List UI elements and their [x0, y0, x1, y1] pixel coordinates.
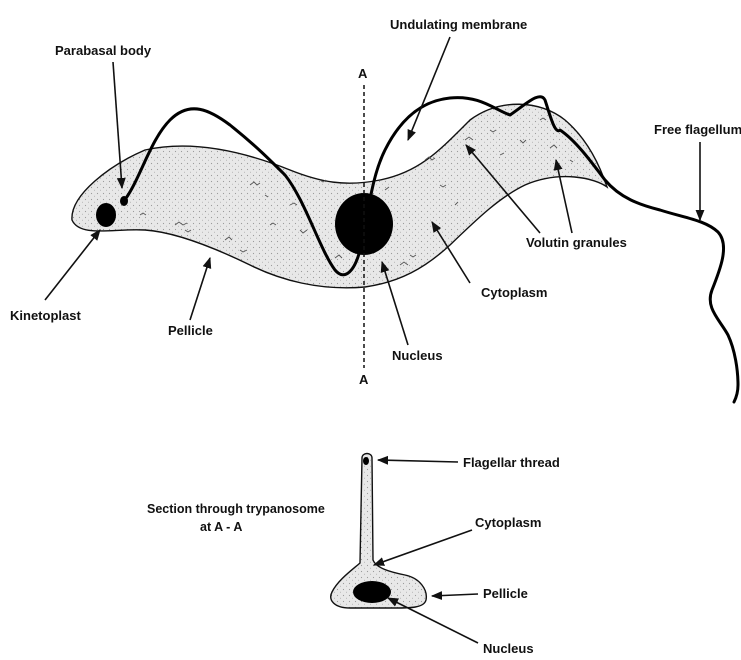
- label-section-a-top: A: [358, 66, 368, 81]
- cell-body-outline: [72, 104, 607, 288]
- arrow-pellicle: [190, 258, 210, 320]
- label-free-flagellum: Free flagellum: [654, 122, 741, 137]
- label-parabasal-body: Parabasal body: [55, 43, 152, 58]
- label-nucleus: Nucleus: [392, 348, 443, 363]
- label-cytoplasm: Cytoplasm: [481, 285, 547, 300]
- section-label-pellicle: Pellicle: [483, 586, 528, 601]
- arrow-kinetoplast: [45, 230, 100, 300]
- section-title-line2: at A - A: [200, 520, 242, 534]
- arrow-section-pellicle: [432, 594, 478, 596]
- label-kinetoplast: Kinetoplast: [10, 308, 81, 323]
- label-volutin-granules: Volutin granules: [526, 235, 627, 250]
- section-label-nucleus: Nucleus: [483, 641, 534, 656]
- section-label-cytoplasm: Cytoplasm: [475, 515, 541, 530]
- label-pellicle: Pellicle: [168, 323, 213, 338]
- section-title-line1: Section through trypanosome: [147, 502, 325, 516]
- kinetoplast-dot: [96, 203, 116, 227]
- label-undulating-membrane: Undulating membrane: [390, 17, 527, 32]
- arrow-section-cytoplasm: [374, 530, 472, 565]
- arrow-flagellar-thread: [378, 460, 458, 462]
- arrow-section-nucleus: [388, 598, 478, 643]
- flagellar-thread-dot: [363, 457, 369, 465]
- label-section-a-bottom: A: [359, 372, 369, 387]
- arrow-undulating-membrane: [408, 37, 450, 140]
- cross-section: Section through trypanosome at A - A Fla…: [147, 454, 560, 657]
- section-label-flagellar-thread: Flagellar thread: [463, 455, 560, 470]
- section-nucleus-dark: [353, 581, 391, 603]
